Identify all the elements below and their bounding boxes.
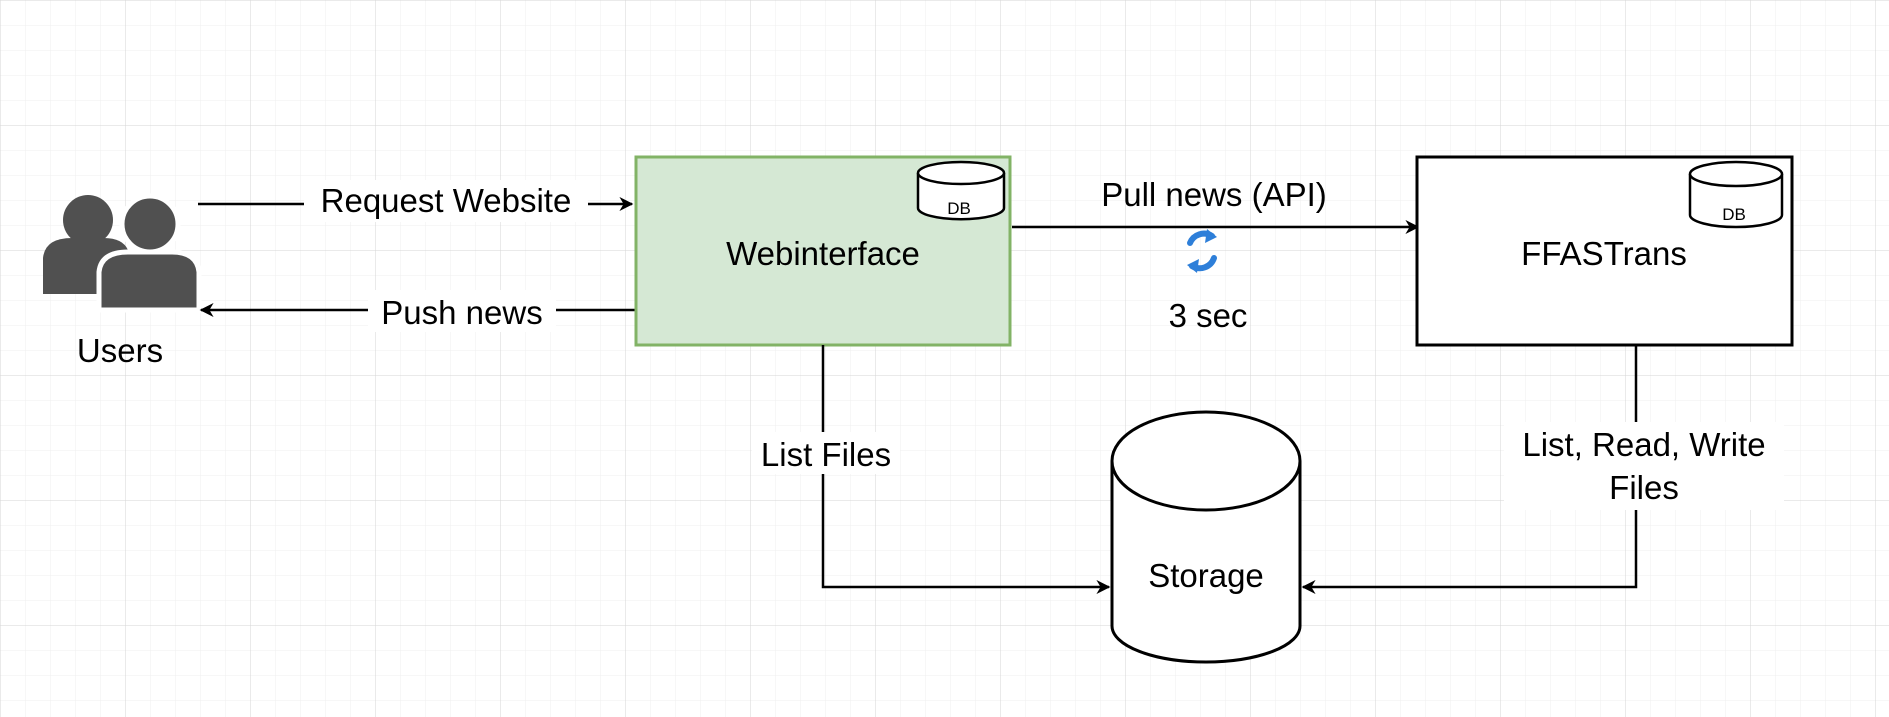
users-node[interactable]: Users (43, 193, 202, 369)
edge-list-files[interactable]: List Files (752, 345, 1111, 594)
list-read-write-label-line2: Files (1609, 469, 1679, 506)
list-files-label-bg (752, 432, 900, 474)
list-files-arrow (821, 345, 1111, 594)
ffastrans-node[interactable]: FFASTrans DB (1415, 155, 1794, 347)
push-news-label: Push news (381, 294, 542, 331)
ffastrans-db-icon: DB (1688, 160, 1784, 229)
edge-pull-news[interactable]: Pull news (API) 3 sec (1012, 176, 1420, 334)
edge-request-website[interactable]: Request Website (198, 180, 634, 222)
webinterface-node[interactable]: Webinterface DB (634, 155, 1012, 347)
request-website-label-bg (304, 180, 588, 222)
push-news-label-bg (368, 290, 556, 332)
storage-cylinder-top (1110, 410, 1302, 512)
users-label: Users (77, 332, 163, 369)
edge-list-read-write[interactable]: List, Read, Write Files (1301, 345, 1784, 594)
list-read-write-label-bg (1504, 422, 1784, 510)
webinterface-db-icon: DB (916, 160, 1006, 221)
list-read-write-label-line1: List, Read, Write (1522, 426, 1765, 463)
users-icon (43, 193, 202, 313)
storage-cylinder-body (1110, 461, 1302, 664)
ffastrans-db-badge: DB (1722, 205, 1746, 224)
edge-push-news[interactable]: Push news (199, 290, 636, 332)
storage-label: Storage (1148, 557, 1264, 594)
pull-news-interval: 3 sec (1169, 297, 1248, 334)
webinterface-db-badge: DB (947, 199, 971, 218)
pull-news-label: Pull news (API) (1101, 176, 1327, 213)
sync-icon (1187, 229, 1217, 273)
list-files-label: List Files (761, 436, 891, 473)
ffastrans-label: FFASTrans (1521, 235, 1687, 272)
request-website-label: Request Website (321, 182, 572, 219)
storage-node[interactable]: Storage (1110, 410, 1302, 664)
webinterface-label: Webinterface (726, 235, 920, 272)
